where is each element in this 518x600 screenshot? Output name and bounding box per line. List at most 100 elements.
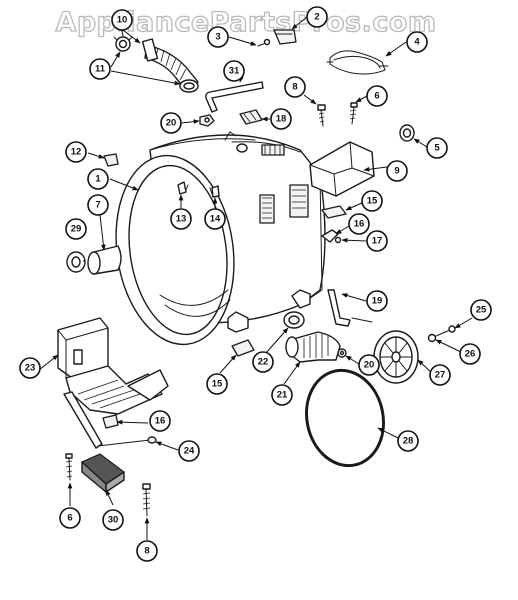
callout-19: 19 — [366, 290, 388, 312]
callout-5: 5 — [426, 137, 448, 159]
retainer-part — [239, 109, 263, 125]
callout-17: 17 — [366, 230, 388, 252]
callout-30: 30 — [102, 509, 124, 531]
bearing-part — [283, 311, 305, 329]
pad-part-right — [321, 205, 347, 244]
svg-text:2: 2 — [314, 12, 319, 23]
callout-28: 28 — [397, 430, 419, 452]
bolt-part — [317, 104, 326, 127]
svg-text:6: 6 — [374, 91, 379, 102]
callout-13: 13 — [170, 208, 192, 230]
callout-3: 3 — [207, 26, 229, 48]
svg-text:16: 16 — [155, 416, 166, 427]
svg-text:7: 7 — [95, 200, 100, 211]
pulley-part — [373, 330, 419, 384]
svg-text:12: 12 — [71, 147, 82, 158]
svg-text:29: 29 — [71, 224, 82, 235]
svg-text:23: 23 — [25, 363, 36, 374]
vent-duct-part — [309, 141, 375, 197]
inlet-hose-part — [113, 36, 199, 93]
callout-29: 29 — [65, 218, 87, 240]
callout-2: 2 — [306, 6, 328, 28]
callout-1: 1 — [87, 168, 109, 190]
callout-20-lower: 20 — [358, 354, 380, 376]
screw-part — [257, 38, 271, 47]
svg-text:24: 24 — [184, 446, 195, 457]
svg-text:22: 22 — [258, 357, 269, 368]
callout-14: 14 — [204, 208, 226, 230]
callout-25: 25 — [470, 299, 492, 321]
svg-text:31: 31 — [229, 66, 240, 77]
svg-text:27: 27 — [435, 370, 446, 381]
callout-7: 7 — [87, 194, 109, 216]
nut-part-lower — [337, 348, 347, 358]
svg-text:8: 8 — [292, 82, 297, 93]
callout-23: 23 — [19, 357, 41, 379]
svg-text:26: 26 — [465, 349, 476, 360]
callout-18: 18 — [270, 108, 292, 130]
callout-16-upper: 16 — [348, 213, 370, 235]
callout-12: 12 — [65, 141, 87, 163]
callout-31: 31 — [223, 60, 245, 82]
callout-11: 11 — [89, 58, 111, 80]
svg-text:4: 4 — [414, 37, 420, 48]
clip-part — [103, 153, 119, 167]
callout-6-lower: 6 — [59, 507, 81, 529]
svg-text:20: 20 — [364, 360, 375, 371]
svg-text:3: 3 — [215, 32, 220, 43]
callout-10: 10 — [111, 9, 133, 31]
callout-20-upper: 20 — [160, 112, 182, 134]
svg-text:15: 15 — [367, 196, 378, 207]
svg-text:16: 16 — [354, 219, 365, 230]
svg-text:19: 19 — [372, 296, 383, 307]
callout-27: 27 — [429, 364, 451, 386]
svg-text:30: 30 — [108, 515, 119, 526]
svg-text:28: 28 — [403, 436, 414, 447]
svg-text:6: 6 — [67, 513, 72, 524]
screw-part-upper — [349, 102, 358, 125]
callout-8-lower: 8 — [136, 540, 158, 562]
counterweight-part — [66, 245, 122, 275]
leader-lines — [38, 16, 473, 540]
callout-9: 9 — [386, 160, 408, 182]
svg-text:20: 20 — [166, 118, 177, 129]
callout-16-lower: 16 — [149, 410, 171, 432]
belt-part — [305, 368, 385, 468]
callout-4: 4 — [406, 31, 428, 53]
svg-text:10: 10 — [117, 15, 128, 26]
callout-8-upper: 8 — [284, 76, 306, 98]
dispenser-part — [57, 317, 169, 415]
callout-24: 24 — [178, 440, 200, 462]
callout-26: 26 — [459, 343, 481, 365]
drain-hose-part — [327, 289, 373, 327]
callout-6-upper: 6 — [366, 85, 388, 107]
pad-part-lower — [231, 339, 255, 357]
callout-15-lower: 15 — [206, 373, 228, 395]
grommet-part — [399, 124, 415, 142]
callout-15-upper: 15 — [361, 190, 383, 212]
callout-21: 21 — [271, 384, 293, 406]
tub-clip-parts — [177, 181, 220, 198]
svg-text:17: 17 — [372, 236, 383, 247]
pump-hose-part — [285, 331, 341, 363]
tub-part — [115, 131, 326, 346]
callout-22: 22 — [252, 351, 274, 373]
screw-part-lower — [65, 453, 73, 481]
svg-text:8: 8 — [144, 546, 149, 557]
pulley-bolt-part — [427, 325, 456, 343]
bracket-part — [273, 29, 297, 45]
svg-text:25: 25 — [476, 305, 487, 316]
foam-block-part — [81, 453, 125, 493]
drain-tube-part — [205, 81, 264, 113]
svg-text:14: 14 — [210, 214, 221, 225]
bolt-part-lower — [142, 483, 151, 517]
svg-text:11: 11 — [95, 64, 106, 75]
level-hose-part — [63, 391, 157, 449]
svg-text:18: 18 — [276, 114, 287, 125]
wire-harness-part — [326, 50, 389, 75]
svg-text:1: 1 — [95, 174, 101, 185]
svg-text:15: 15 — [212, 379, 223, 390]
svg-text:13: 13 — [176, 214, 187, 225]
svg-text:21: 21 — [277, 390, 288, 401]
